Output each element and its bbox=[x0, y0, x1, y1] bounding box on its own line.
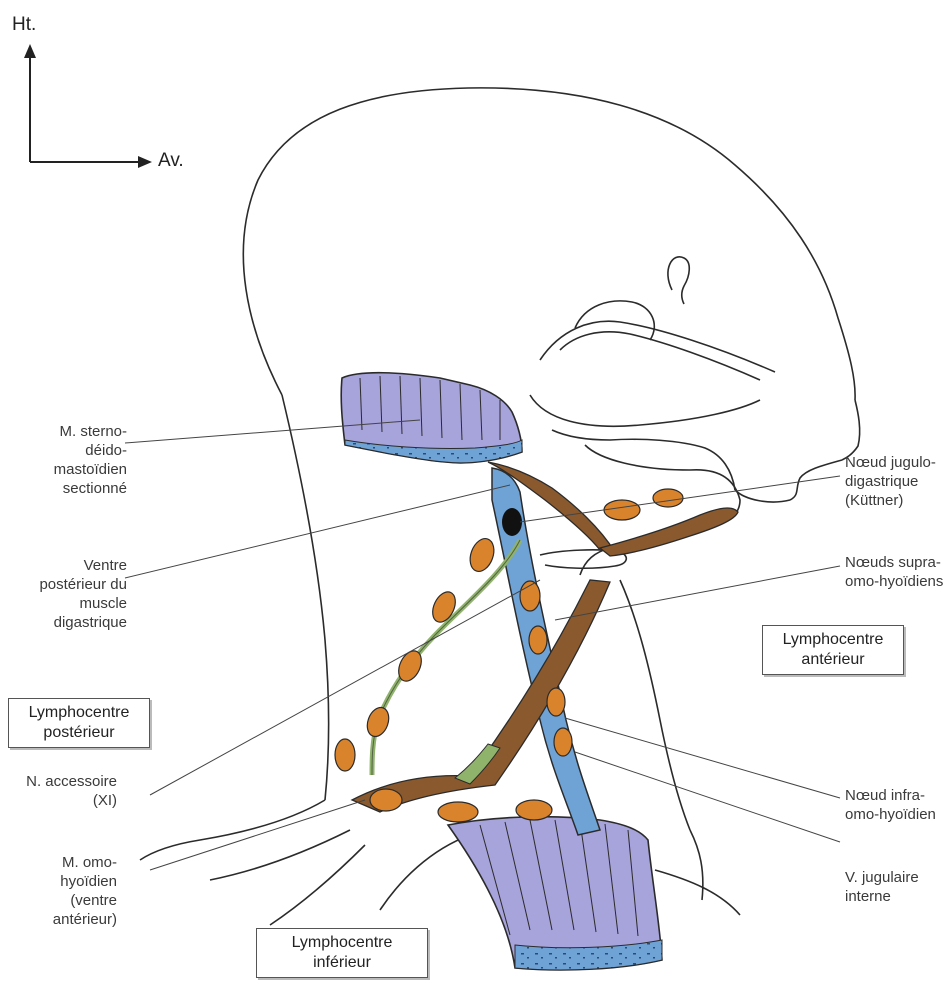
axis-up-label: Ht. bbox=[12, 14, 36, 36]
region-inferior: Lymphocentre inférieur bbox=[256, 928, 428, 978]
label-jugular: V. jugulaire interne bbox=[845, 868, 919, 906]
region-anterior: Lymphocentre antérieur bbox=[762, 625, 904, 675]
jugulodigastric-node bbox=[502, 508, 522, 536]
axis-forward-label: Av. bbox=[158, 150, 184, 172]
orientation-axes bbox=[24, 44, 152, 168]
label-supraomohyoid: Nœuds supra- omo-hyoïdiens bbox=[845, 553, 943, 591]
leader-lines bbox=[125, 420, 840, 870]
label-infraomohyoid: Nœud infra- omo-hyoïdien bbox=[845, 786, 936, 824]
label-omohyoid: M. omo- hyoïdien (ventre antérieur) bbox=[53, 853, 117, 929]
label-digastric: Ventre postérieur du muscle digastrique bbox=[39, 556, 127, 632]
scm-lower-muscle bbox=[448, 817, 662, 970]
region-posterior: Lymphocentre postérieur bbox=[8, 698, 150, 748]
label-scm: M. sterno- déido- mastoïdien sectionné bbox=[54, 422, 127, 498]
scm-upper-muscle bbox=[341, 373, 522, 463]
label-accessory: N. accessoire (XI) bbox=[26, 772, 117, 810]
label-jugulodigastric: Nœud jugulo- digastrique (Küttner) bbox=[845, 453, 936, 510]
